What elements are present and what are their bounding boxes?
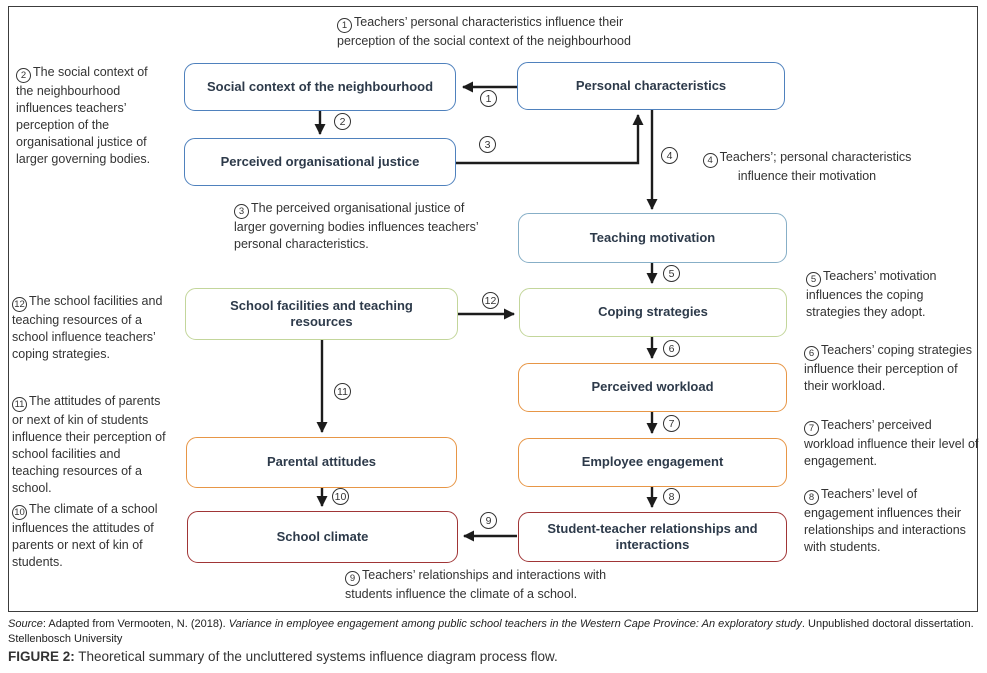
node-label: Student-teacher relationships and intera… [547, 520, 758, 552]
arrow-label-3: 3 [479, 136, 496, 153]
node-label: School climate [276, 528, 369, 544]
annotation-text: The perceived organisational justice of … [234, 201, 479, 251]
arrow-label-2: 2 [334, 113, 351, 130]
circled-number-4: 4 [702, 153, 718, 168]
node-social-context: Social context of the neighbourhood [184, 63, 456, 111]
circled-number-12: 12 [12, 297, 27, 312]
circled-number-3: 3 [234, 204, 249, 219]
annotation-text: The attitudes of parents or next of kin … [12, 394, 166, 495]
annotation-text: Teachers’ level of engagement influences… [804, 487, 966, 554]
node-organisational-justice: Perceived organisational justice [184, 138, 456, 186]
arrow-label-4: 4 [661, 147, 678, 164]
arrow-label-6: 6 [663, 340, 680, 357]
node-label: Teaching motivation [589, 229, 716, 245]
node-school-facilities: School facilities and teaching resources [185, 288, 458, 340]
circled-number-6: 6 [804, 346, 819, 361]
annotation-text: The school facilities and teaching resou… [12, 294, 163, 361]
arrow-label-10: 10 [332, 488, 349, 505]
node-employee-engagement: Employee engagement [518, 438, 787, 487]
annotation-text: Teachers’ motivation influences the copi… [806, 269, 937, 319]
source-pre: : Adapted from Vermooten, N. (2018). [42, 618, 229, 630]
node-label: Social context of the neighbourhood [206, 78, 434, 94]
circled-number-1: 1 [337, 18, 352, 33]
node-label: Perceived workload [591, 379, 714, 395]
node-label: Perceived organisational justice [220, 153, 420, 169]
annotation-text: Teachers’ perceived workload influence t… [804, 418, 979, 468]
node-label: School facilities and teaching resources [230, 297, 413, 329]
circled-number-9: 9 [345, 571, 360, 586]
annotation-text: Teachers’ coping strategies influence th… [804, 343, 973, 393]
node-teaching-motivation: Teaching motivation [518, 213, 787, 263]
arrow-label-9: 9 [480, 512, 497, 529]
source-citation: Source: Adapted from Vermooten, N. (2018… [8, 617, 980, 647]
node-coping-strategies: Coping strategies [519, 288, 787, 337]
circled-number-5: 5 [806, 272, 821, 287]
arrow-label-12: 12 [482, 292, 499, 309]
source-institution: Stellenbosch University [8, 632, 123, 645]
arrow-label-1: 1 [480, 90, 497, 107]
annotation-text: The social context of the neighbourhood … [16, 65, 151, 166]
arrow-label-11: 11 [334, 383, 351, 400]
source-title: Variance in employee engagement among pu… [228, 618, 802, 630]
node-label: Employee engagement [581, 454, 724, 470]
node-label: Parental attitudes [266, 454, 377, 470]
annotation-text: Teachers’; personal characteristics infl… [719, 150, 912, 183]
figure-caption: FIGURE 2: Theoretical summary of the unc… [8, 649, 980, 664]
source-label: Source [8, 618, 43, 630]
node-label: Coping strategies [598, 304, 708, 320]
annotation-text: The climate of a school influences the a… [12, 502, 158, 569]
arrow-3-justice-to-personal [456, 114, 644, 165]
circled-number-2: 2 [16, 68, 31, 83]
source-post: . Unpublished doctoral dissertation. [801, 618, 974, 630]
arrow-label-8: 8 [663, 488, 680, 505]
annotation-text: Teachers’ personal characteristics influ… [337, 15, 631, 48]
node-parental-attitudes: Parental attitudes [186, 437, 457, 488]
node-student-teacher-relationships: Student-teacher relationships and intera… [518, 512, 787, 562]
figure-caption-text: Theoretical summary of the uncluttered s… [74, 649, 558, 664]
circled-number-7: 7 [804, 421, 819, 436]
node-personal-characteristics: Personal characteristics [517, 62, 785, 110]
node-school-climate: School climate [187, 511, 458, 563]
arrow-label-5: 5 [663, 265, 680, 282]
node-perceived-workload: Perceived workload [518, 363, 787, 412]
node-label: Personal characteristics [575, 77, 727, 93]
figure-caption-prefix: FIGURE 2: [8, 649, 75, 664]
annotation-text: Teachers’ relationships and interactions… [345, 568, 607, 601]
circled-number-11: 11 [12, 397, 27, 412]
circled-number-10: 10 [12, 505, 27, 520]
circled-number-8: 8 [804, 490, 819, 505]
arrow-label-7: 7 [663, 415, 680, 432]
